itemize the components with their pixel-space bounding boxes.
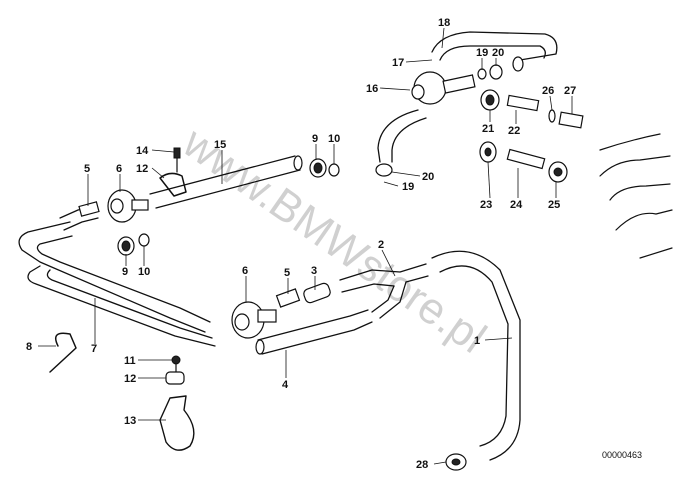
callout-18: 18 bbox=[438, 17, 450, 29]
pipe-15 bbox=[149, 155, 303, 209]
union-22 bbox=[506, 94, 540, 112]
check-valve-6-upper bbox=[107, 189, 149, 223]
bracket-8 bbox=[49, 332, 77, 373]
callout-12-lower: 12 bbox=[124, 373, 136, 385]
callout-15: 15 bbox=[214, 139, 226, 151]
callout-26: 26 bbox=[542, 85, 554, 97]
callout-23: 23 bbox=[480, 199, 492, 211]
callout-4: 4 bbox=[282, 379, 289, 391]
callout-5-upper: 5 bbox=[84, 163, 90, 175]
callout-3: 3 bbox=[311, 265, 317, 277]
callout-20-upper: 20 bbox=[492, 47, 504, 59]
callout-19-lower: 19 bbox=[402, 181, 414, 193]
callout-5-lower: 5 bbox=[284, 267, 290, 279]
nut-25 bbox=[548, 161, 568, 183]
callout-labels: 1 2 3 4 5 5 6 6 7 8 9 9 10 10 11 12 12 1… bbox=[26, 17, 576, 471]
check-valve-6-lower bbox=[231, 301, 277, 339]
bolt-11 bbox=[171, 355, 181, 375]
nut-9-upper bbox=[309, 158, 340, 178]
callout-1: 1 bbox=[474, 335, 480, 347]
intake-manifold-outline bbox=[599, 133, 673, 259]
callout-27: 27 bbox=[564, 85, 576, 97]
hose-1 bbox=[431, 250, 521, 461]
clamp-28 bbox=[445, 453, 467, 471]
callout-10-lower: 10 bbox=[138, 266, 150, 278]
callout-9-upper: 9 bbox=[312, 133, 318, 145]
callout-16: 16 bbox=[366, 83, 378, 95]
callout-25: 25 bbox=[548, 199, 560, 211]
valve-16 bbox=[411, 71, 476, 105]
bracket-13 bbox=[159, 395, 195, 451]
callout-10-upper: 10 bbox=[328, 133, 340, 145]
nut-9-lower bbox=[117, 233, 150, 256]
callout-19-upper: 19 bbox=[476, 47, 488, 59]
pipe-7 bbox=[18, 221, 216, 347]
callout-6-upper: 6 bbox=[116, 163, 122, 175]
callout-8: 8 bbox=[26, 341, 32, 353]
callout-6-lower: 6 bbox=[242, 265, 248, 277]
callout-22: 22 bbox=[508, 125, 520, 137]
clamp-5-upper bbox=[78, 201, 100, 217]
hose-20-bend bbox=[375, 109, 427, 177]
nut-21 bbox=[480, 89, 500, 111]
nut-23 bbox=[479, 141, 497, 163]
hose-18 bbox=[431, 31, 558, 72]
hose-3 bbox=[303, 282, 331, 304]
union-24 bbox=[506, 148, 546, 170]
leader-lines bbox=[38, 27, 573, 465]
callout-21: 21 bbox=[482, 123, 494, 135]
callout-11: 11 bbox=[124, 355, 136, 367]
callout-2: 2 bbox=[378, 239, 384, 251]
washer-26 bbox=[548, 109, 556, 123]
clamp-5-lower bbox=[275, 288, 301, 308]
fitting-27 bbox=[558, 111, 584, 129]
callout-28: 28 bbox=[416, 459, 428, 471]
clamp-12-upper bbox=[159, 147, 187, 197]
washer-19-20-upper bbox=[477, 64, 503, 80]
callout-17: 17 bbox=[392, 57, 404, 69]
callout-14: 14 bbox=[136, 145, 149, 157]
callout-12-upper: 12 bbox=[136, 163, 148, 175]
callout-24: 24 bbox=[510, 199, 523, 211]
callout-7: 7 bbox=[91, 343, 97, 355]
clamp-12-lower bbox=[165, 371, 185, 385]
callout-20-lower: 20 bbox=[422, 171, 434, 183]
callout-13: 13 bbox=[124, 415, 136, 427]
hose-4 bbox=[255, 309, 373, 355]
y-connector-2 bbox=[339, 263, 429, 319]
diagram-number: 00000463 bbox=[602, 450, 642, 460]
callout-9-lower: 9 bbox=[122, 266, 128, 278]
